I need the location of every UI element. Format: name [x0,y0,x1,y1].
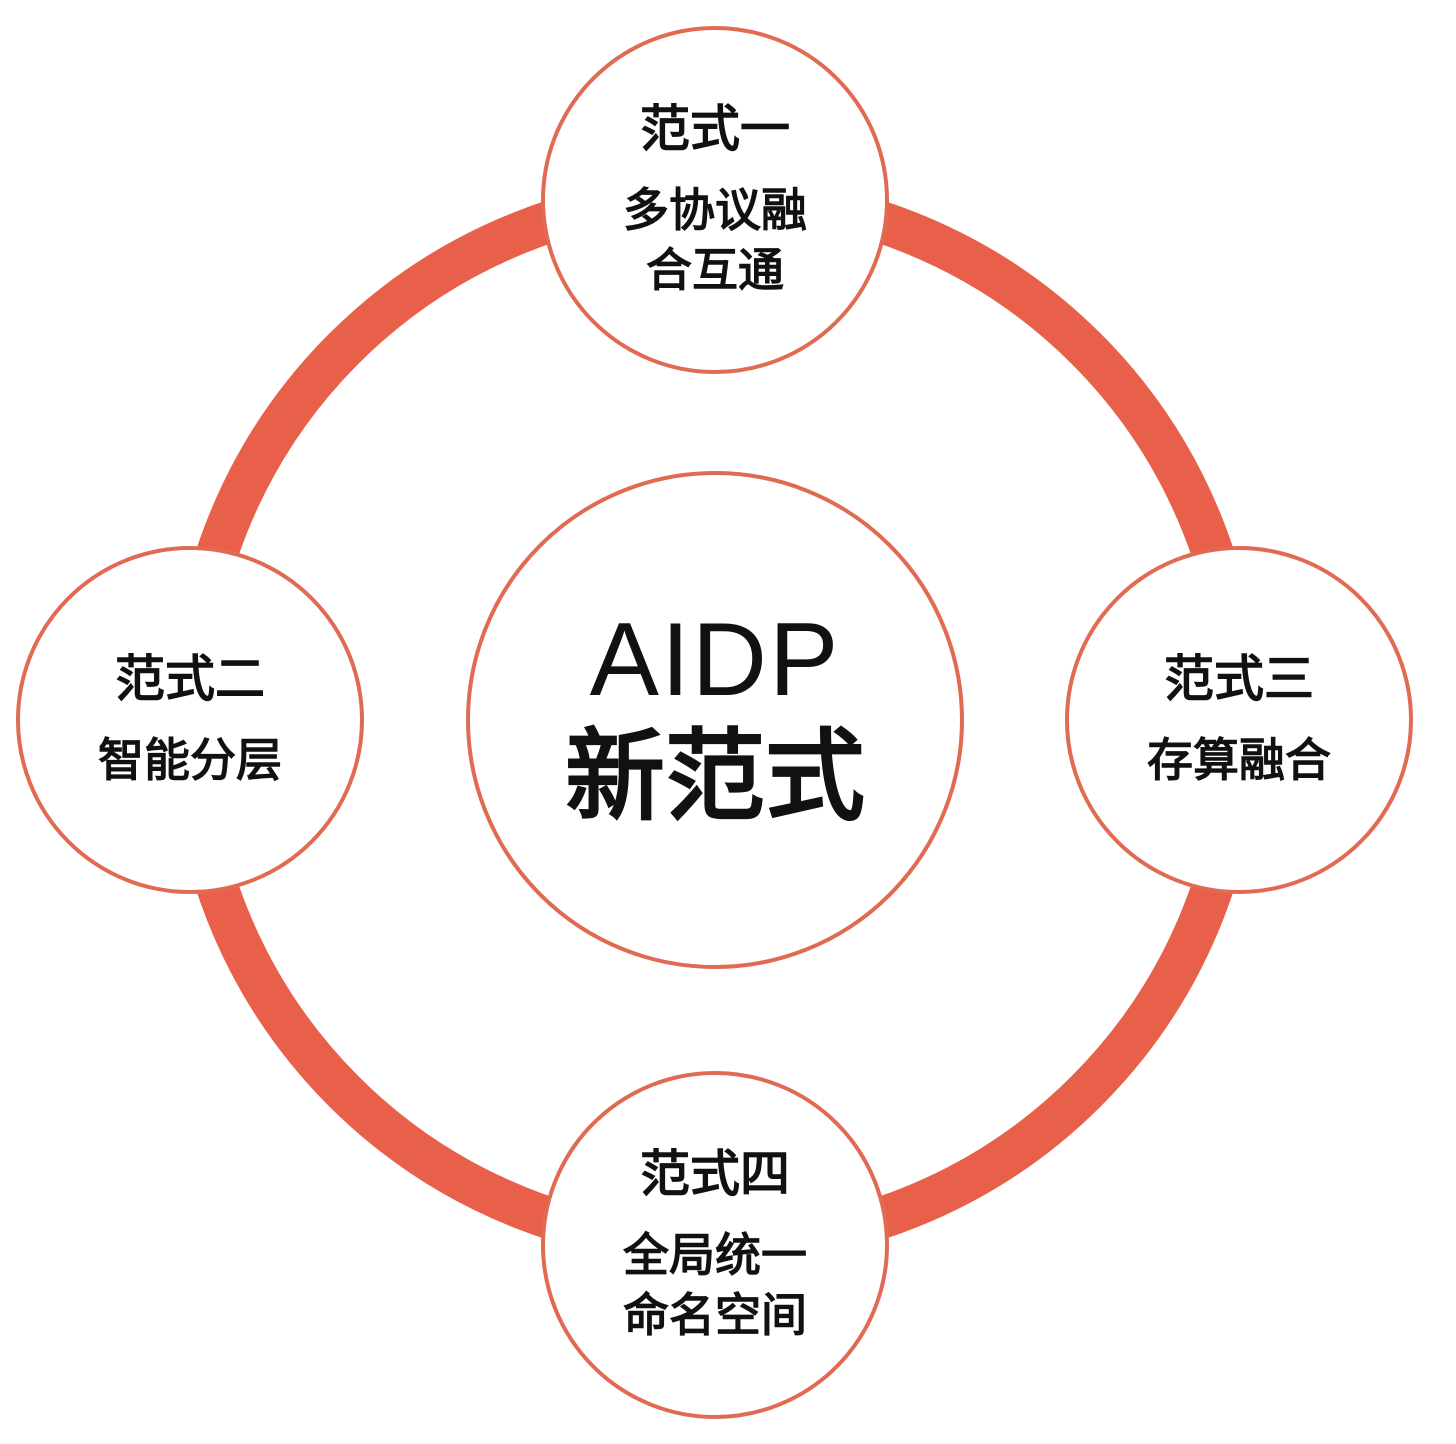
center-title-cn: 新范式 [565,721,865,834]
paradigm-3-desc: 存算融合 [1147,734,1331,787]
paradigm-1-desc: 多协议融合互通 [623,184,807,296]
center-circle [466,471,964,969]
paradigm-4-circle [541,1071,889,1419]
paradigm-2-node: 范式二 智能分层 [18,548,362,892]
paradigm-2-title: 范式二 [115,651,265,708]
paradigm-1-title: 范式一 [640,101,790,158]
center-title-en: AIDP [589,601,841,718]
paradigm-2-desc: 智能分层 [98,734,282,787]
paradigm-4-desc: 全局统一命名空间 [623,1229,807,1341]
paradigm-2-circle [16,546,364,894]
paradigm-4-node: 范式四 全局统一命名空间 [543,1073,887,1417]
paradigm-3-title: 范式三 [1164,651,1314,708]
paradigm-3-circle [1065,546,1413,894]
paradigm-3-node: 范式三 存算融合 [1067,548,1411,892]
center-node: AIDP 新范式 [468,473,962,967]
paradigm-1-node: 范式一 多协议融合互通 [543,28,887,372]
paradigm-4-title: 范式四 [640,1146,790,1203]
paradigm-1-circle [541,26,889,374]
